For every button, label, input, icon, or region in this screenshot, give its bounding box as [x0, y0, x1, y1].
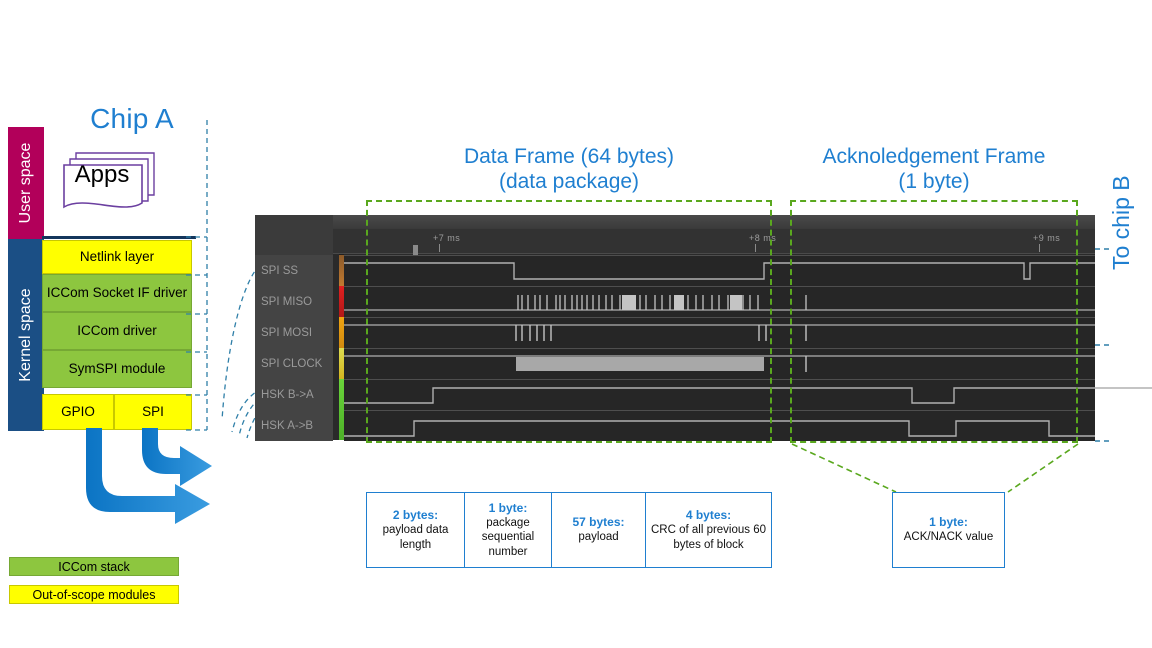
time-ruler[interactable]: +7 ms +8 ms +9 ms — [333, 229, 1095, 261]
waveform-hsk-b-to-a — [344, 387, 1152, 404]
byte-box-length[interactable]: 2 bytes: payload data length — [367, 493, 465, 567]
byte-box-head: 4 bytes: — [685, 508, 732, 523]
waveform-spi-clock — [344, 355, 1095, 372]
tick-mark-8ms — [755, 244, 756, 252]
waveform-lane-spi-clock[interactable] — [344, 348, 1095, 379]
waveform-spi-mosi — [344, 324, 1095, 341]
stack-item-label: ICCom driver — [77, 322, 157, 338]
legend-label: Out-of-scope modules — [32, 587, 156, 602]
color-seg-spi-mosi — [339, 286, 344, 317]
byte-box-sequence-number[interactable]: 1 byte: package sequential number — [465, 493, 552, 567]
data-frame-byte-breakdown: 2 bytes: payload data length 1 byte: pac… — [366, 492, 772, 568]
waveform-hsk-a-to-b — [344, 420, 1095, 437]
waveform-spi-ss — [344, 262, 1095, 280]
kernel-space-label: Kernel space — [17, 288, 34, 382]
ack-frame-title: Acknoledgement Frame (1 byte) — [790, 144, 1078, 194]
data-frame-title-line1: Data Frame (64 bytes) — [463, 145, 675, 168]
signal-label-spi-clock[interactable]: SPI CLOCK — [255, 348, 333, 379]
color-seg-spi-miso — [339, 255, 344, 286]
tick-mark-7ms — [439, 244, 440, 252]
stack-item-label: SymSPI module — [68, 360, 166, 376]
stack-item-spi[interactable]: SPI — [114, 394, 192, 430]
ack-box-body: ACK/NACK value — [903, 531, 994, 544]
right-edge-ticks — [1095, 245, 1113, 445]
legend-iccom-stack: ICCom stack — [9, 557, 179, 576]
legend-label: ICCom stack — [58, 559, 130, 574]
tick-mark-9ms — [1039, 244, 1040, 252]
waveform-lane-spi-mosi[interactable] — [344, 317, 1095, 348]
frame-to-box-connectors — [360, 440, 1080, 496]
color-seg-hsk-b-to-a — [339, 348, 344, 379]
stack-item-label: Netlink layer — [79, 248, 155, 264]
logic-analyzer-panel[interactable]: SPI SS SPI MISO SPI MOSI SPI CLOCK HSK B… — [255, 215, 1152, 441]
ack-frame-marker — [790, 200, 1078, 443]
signal-name-column: SPI SS SPI MISO SPI MOSI SPI CLOCK HSK B… — [255, 215, 333, 441]
apps-label: Apps — [74, 161, 130, 188]
byte-box-head: 2 bytes: — [392, 508, 439, 523]
byte-box-body: package sequential number — [481, 516, 535, 558]
byte-box-payload[interactable]: 57 bytes: payload — [552, 493, 646, 567]
data-frame-title-line2: (data package) — [498, 170, 640, 194]
blue-arrows-group — [70, 428, 270, 538]
ack-frame-title-line1: Acknoledgement Frame — [822, 145, 1046, 168]
stack-item-gpio[interactable]: GPIO — [42, 394, 114, 430]
chip-a-title: Chip A — [90, 103, 174, 134]
ack-box-head: 1 byte: — [929, 514, 968, 529]
waveform-lane-spi-ss[interactable] — [344, 255, 1095, 286]
byte-box-body: payload data length — [382, 524, 449, 551]
analyzer-toolbar — [333, 215, 1095, 229]
kernel-space-band: Kernel space — [8, 239, 44, 431]
byte-box-crc[interactable]: 4 bytes: CRC of all previous 60 bytes of… — [646, 493, 771, 567]
waveform-lane-hsk-a-to-b[interactable] — [344, 410, 1095, 441]
color-seg-spi-clock — [339, 317, 344, 348]
signal-label-hsk-a-to-b[interactable]: HSK A->B — [255, 410, 333, 441]
tick-label-8ms: +8 ms — [749, 233, 777, 243]
ruler-handle[interactable] — [413, 245, 418, 261]
signal-label-hsk-b-to-a[interactable]: HSK B->A — [255, 379, 333, 410]
stack-item-symspi-module[interactable]: SymSPI module — [42, 350, 192, 388]
waveform-lane-spi-miso[interactable] — [344, 286, 1095, 317]
stack-item-iccom-socket-if-driver[interactable]: ICCom Socket IF driver — [42, 274, 192, 312]
ack-frame-title-line2: (1 byte) — [898, 170, 970, 194]
tick-label-9ms: +9 ms — [1033, 233, 1061, 243]
byte-box-body: payload — [578, 531, 619, 544]
data-frame-marker — [366, 200, 772, 443]
stack-item-iccom-driver[interactable]: ICCom driver — [42, 312, 192, 350]
ack-byte-box[interactable]: 1 byte: ACK/NACK value — [892, 492, 1005, 568]
apps-shape: Apps — [62, 145, 162, 215]
stack-item-label: SPI — [142, 403, 164, 419]
signal-label-spi-mosi[interactable]: SPI MOSI — [255, 317, 333, 348]
signal-label-spi-miso[interactable]: SPI MISO — [255, 286, 333, 317]
stack-item-netlink[interactable]: Netlink layer — [42, 240, 192, 274]
user-space-band: User space — [8, 127, 44, 239]
tick-label-7ms: +7 ms — [433, 233, 461, 243]
user-space-label: User space — [17, 142, 34, 224]
color-seg-hsk-a-to-b — [339, 379, 344, 440]
kernel-boundary-rule — [42, 236, 196, 239]
byte-box-head: 57 bytes: — [572, 515, 625, 530]
data-frame-title: Data Frame (64 bytes) (data package) — [366, 144, 772, 194]
waveform-lane-hsk-b-to-a[interactable] — [344, 379, 1152, 410]
byte-box-head: 1 byte: — [488, 500, 528, 515]
signal-label-spi-ss[interactable]: SPI SS — [255, 255, 333, 286]
stack-item-label: ICCom Socket IF driver — [46, 284, 188, 300]
stack-item-label: GPIO — [61, 403, 95, 419]
byte-box-body: CRC of all previous 60 bytes of block — [650, 524, 767, 551]
waveform-spi-miso — [344, 295, 1095, 311]
legend-out-of-scope: Out-of-scope modules — [9, 585, 179, 604]
